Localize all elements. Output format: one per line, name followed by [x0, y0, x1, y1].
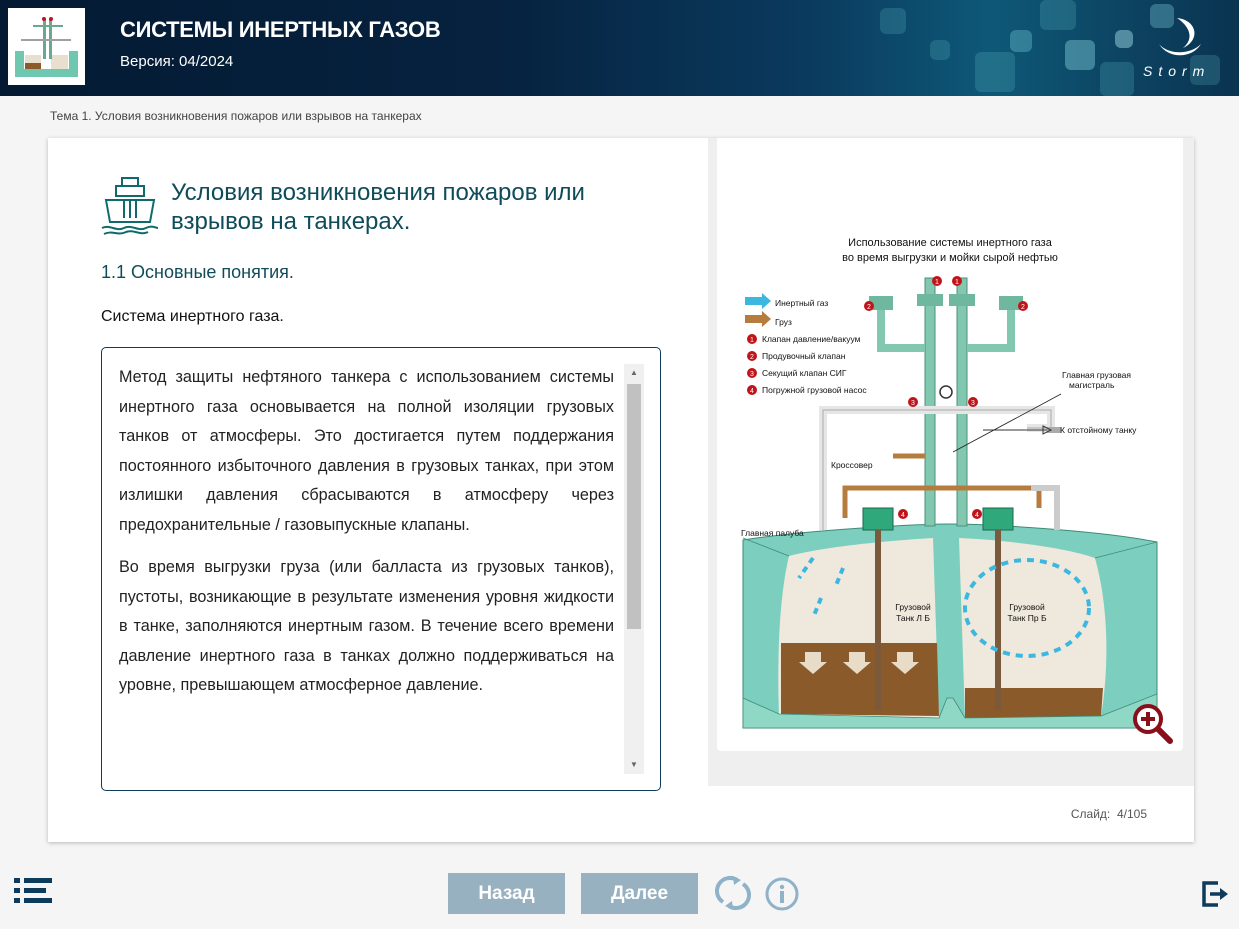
svg-text:4: 4	[901, 512, 905, 519]
diagram-legend: Инертный газ Груз 1 Клапан давление/ваку…	[745, 293, 867, 395]
diagram-title-1: Использование системы инертного газа	[848, 237, 1053, 249]
svg-text:Грузовой: Грузовой	[895, 602, 931, 612]
svg-text:4: 4	[750, 388, 754, 395]
scroll-thumb[interactable]	[627, 384, 641, 629]
lesson-title: Условия возникновения пожаров или взрыво…	[171, 179, 585, 235]
storm-logo: Storm	[1143, 18, 1210, 79]
diagram-panel: Использование системы инертного газа во …	[708, 138, 1194, 786]
diagram-svg: Использование системы инертного газа во …	[741, 237, 1173, 744]
inert-gas-diagram: Использование системы инертного газа во …	[717, 138, 1183, 751]
svg-text:2: 2	[750, 354, 754, 361]
svg-text:Секущий клапан СИГ: Секущий клапан СИГ	[762, 368, 847, 378]
app-version: Версия: 04/2024	[120, 53, 234, 70]
reload-icon[interactable]	[715, 874, 751, 912]
section-subtitle: 1.1 Основные понятия.	[101, 262, 294, 282]
slide-counter-label: Слайд:	[1070, 807, 1111, 821]
breadcrumb: Тема 1. Условия возникновения пожаров ил…	[50, 109, 422, 123]
slide-current: 4	[1116, 807, 1124, 821]
info-icon[interactable]	[764, 876, 800, 912]
slide-card: Условия возникновения пожаров или взрыво…	[48, 138, 1194, 842]
svg-text:3: 3	[911, 400, 915, 407]
zoom-in-icon[interactable]	[1133, 704, 1173, 744]
menu-list-icon[interactable]	[14, 877, 52, 905]
svg-text:Танк Пр Б: Танк Пр Б	[1007, 613, 1047, 623]
svg-text:1: 1	[955, 279, 959, 286]
paragraph: Метод защиты нефтяного танкера с использ…	[119, 368, 614, 534]
svg-text:Клапан давление/вакуум: Клапан давление/вакуум	[762, 334, 861, 344]
paragraph: Во время выгрузки груза (или балласта из…	[119, 558, 614, 694]
svg-text:Storm: Storm	[1143, 63, 1210, 79]
scrollbar[interactable]: ▲ ▼	[624, 364, 644, 774]
diagram-title-2: во время выгрузки и мойки сырой нефтью	[842, 252, 1058, 264]
slide-counter: Слайд: 4/105	[1071, 807, 1147, 821]
app-logo	[8, 8, 85, 85]
svg-text:3: 3	[750, 371, 754, 378]
exit-icon[interactable]	[1200, 879, 1230, 909]
svg-text:1: 1	[935, 279, 939, 286]
topic-heading: Система инертного газа.	[101, 308, 284, 325]
scroll-up-arrow-icon[interactable]: ▲	[630, 368, 638, 377]
svg-text:Кроссовер: Кроссовер	[831, 460, 873, 470]
app-title: СИСТЕМЫ ИНЕРТНЫХ ГАЗОВ	[120, 17, 441, 42]
next-button[interactable]: Далее	[581, 873, 698, 914]
svg-text:Главная палуба: Главная палуба	[741, 528, 804, 538]
scroll-down-arrow-icon[interactable]: ▼	[630, 760, 638, 769]
svg-text:К отстойному танку: К отстойному танку	[1060, 425, 1137, 435]
svg-text:3: 3	[971, 400, 975, 407]
svg-text:4: 4	[975, 512, 979, 519]
text-scroll-area[interactable]: Метод защиты нефтяного танкера с использ…	[101, 347, 661, 791]
svg-text:Груз: Груз	[775, 317, 792, 327]
svg-text:магистраль: магистраль	[1069, 380, 1115, 390]
svg-text:2: 2	[867, 304, 871, 311]
svg-text:Инертный газ: Инертный газ	[775, 298, 828, 308]
back-button[interactable]: Назад	[448, 873, 565, 914]
svg-text:1: 1	[750, 337, 754, 344]
svg-text:2: 2	[1021, 304, 1025, 311]
tanker-ship-icon	[101, 177, 159, 235]
svg-text:Погружной грузовой насос: Погружной грузовой насос	[762, 385, 867, 395]
svg-text:Главная грузовая: Главная грузовая	[1062, 370, 1131, 380]
slide-total: 105	[1126, 807, 1147, 821]
app-logo-icon	[11, 11, 82, 82]
header-bar: СИСТЕМЫ ИНЕРТНЫХ ГАЗОВ Версия: 04/2024 S…	[0, 0, 1239, 96]
svg-text:Грузовой: Грузовой	[1009, 602, 1045, 612]
slide-separator: /	[1123, 807, 1127, 821]
svg-text:Танк Л Б: Танк Л Б	[896, 613, 930, 623]
svg-text:Продувочный клапан: Продувочный клапан	[762, 351, 846, 361]
